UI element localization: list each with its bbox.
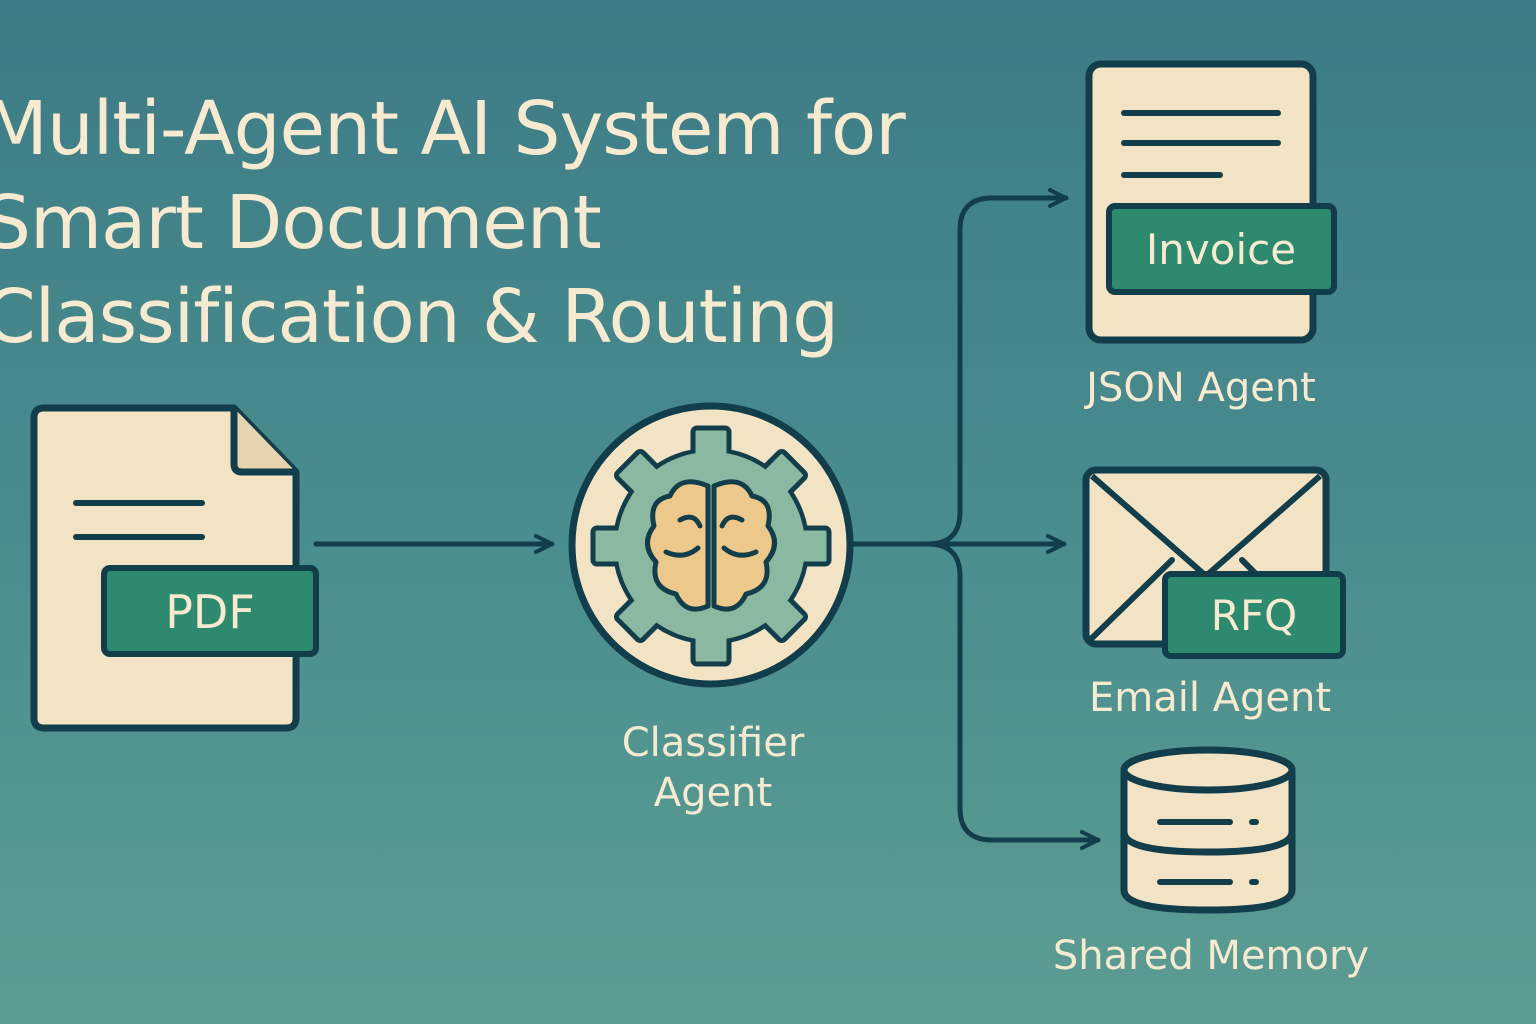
title-line-3: Classification & Routing [0,274,839,360]
pdf-badge [101,565,319,657]
arrow-to-shared-memory [925,541,1101,850]
database-icon [1120,746,1296,914]
brain-icon [645,479,777,612]
connectors [313,188,1101,850]
rfq-badge-label: RFQ [1211,591,1297,640]
shared-memory: Shared Memory [1053,746,1369,979]
classifier-label-line1: Classifier [622,720,805,766]
json-agent: Invoice JSON Agent [1083,60,1337,411]
page-title: Multi-Agent AI System for Smart Document… [0,82,906,364]
shared-memory-label: Shared Memory [1053,933,1369,979]
classifier-agent: Classifier Agent [568,402,854,816]
arrow-to-json-agent [925,188,1069,547]
classifier-label-line2: Agent [654,770,772,816]
invoice-badge-label: Invoice [1146,225,1296,274]
gear-icon [590,425,832,667]
pdf-badge-label: PDF [165,585,255,639]
input-document: PDF [30,404,319,732]
email-agent-label: Email Agent [1089,675,1331,721]
rfq-badge [1162,571,1346,659]
json-document-icon [1085,60,1317,344]
title-line-1: Multi-Agent AI System for [0,86,906,172]
title-line-2: Smart Document [0,180,602,266]
json-agent-label: JSON Agent [1083,365,1316,411]
email-agent: RFQ Email Agent [1082,466,1346,721]
brain-gear-icon [590,425,832,667]
invoice-badge [1106,203,1337,295]
